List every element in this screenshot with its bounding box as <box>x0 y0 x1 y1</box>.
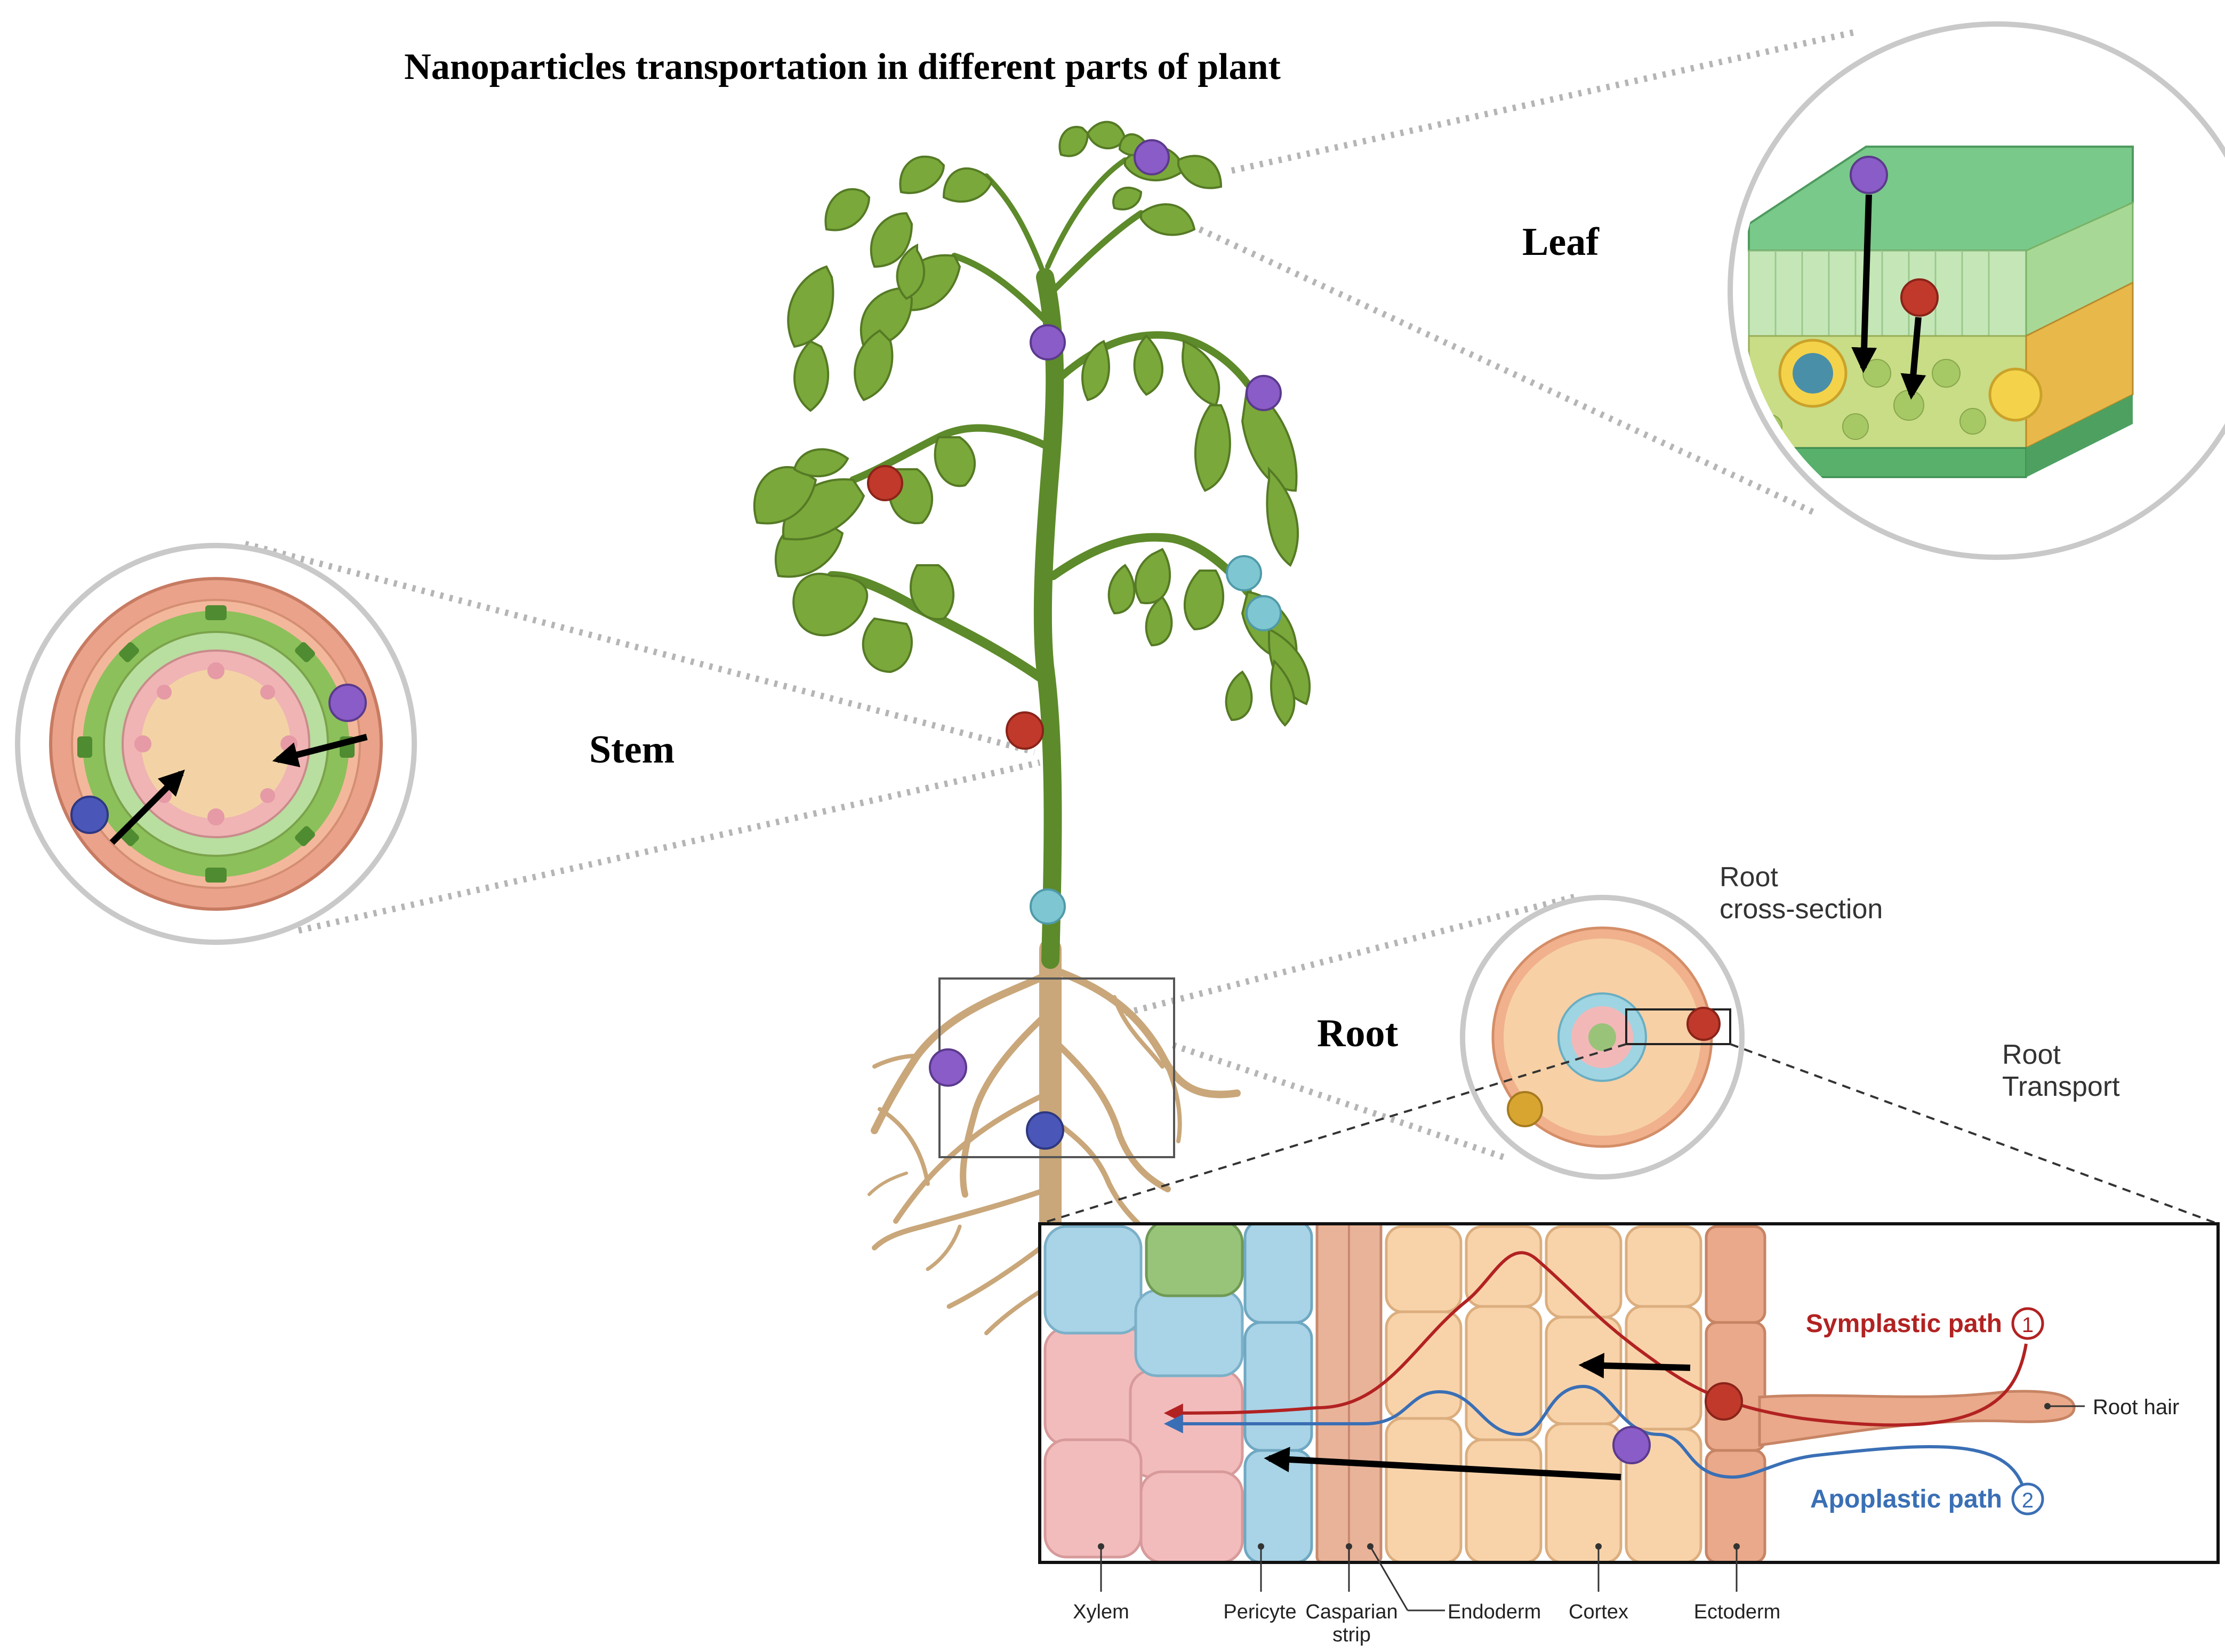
np-teal-2 <box>1246 595 1282 631</box>
leaf-arrow-1 <box>1851 194 1877 373</box>
pericycle-cells <box>1243 1224 1313 1562</box>
label-leaf: Leaf <box>1522 220 1600 264</box>
label-ectoderm: Ectoderm <box>1694 1601 1781 1623</box>
plant-leaves <box>753 121 1311 727</box>
label-xylem: Xylem <box>1073 1601 1129 1623</box>
np-stem-teal <box>1030 888 1066 925</box>
label-root-transport-2: Transport <box>2002 1071 2120 1102</box>
stem-nanoparticle-purple <box>328 684 367 722</box>
np-root-blue <box>1026 1111 1064 1150</box>
leaf-connector-top <box>1231 29 1857 174</box>
tissue-label-leaders <box>1100 1546 1738 1611</box>
np-left-red <box>867 465 903 501</box>
label-root: Root <box>1317 1012 1398 1055</box>
root-section-zoom-box <box>1625 1008 1731 1045</box>
stem-nanoparticle-blue <box>70 796 109 834</box>
root-connector-top <box>1124 893 1579 1016</box>
figure-title: Nanoparticles transportation in differen… <box>404 46 1281 87</box>
label-apoplastic-path: Apoplastic path <box>1810 1485 2002 1513</box>
zoom-connectors <box>244 29 1857 1160</box>
leaf-nanoparticle-red <box>1900 278 1939 317</box>
leaf-arrow-2 <box>1900 317 1926 400</box>
leaf-cross-section <box>1728 21 2225 560</box>
transport-arrow-upper <box>1578 1352 1691 1378</box>
stem-connector-bottom <box>298 759 1041 934</box>
np-teal-1 <box>1226 555 1262 591</box>
root-section-nanoparticle-gold <box>1507 1091 1543 1127</box>
np-right-purple <box>1246 375 1282 411</box>
label-casparian-2: strip <box>1332 1624 1371 1646</box>
np-mid-purple <box>1030 324 1066 360</box>
label-symplastic-path: Symplastic path <box>1806 1310 2002 1338</box>
stem-connector-top <box>244 541 1035 755</box>
leaf-connector-bottom <box>1198 226 1814 515</box>
root-transport-panel <box>1038 1222 2220 1564</box>
root-section-nanoparticle-red <box>1686 1007 1721 1041</box>
leaf-nanoparticle-purple <box>1850 156 1888 194</box>
transport-nanoparticle-red <box>1705 1382 1743 1421</box>
apoplastic-number: 2 <box>2022 1489 2034 1512</box>
np-top-purple <box>1134 139 1170 175</box>
label-casparian-1: Casparian <box>1305 1601 1397 1623</box>
stem-arrow-left <box>109 769 185 845</box>
apoplastic-number-circle <box>2011 1482 2044 1515</box>
label-stem: Stem <box>589 728 674 772</box>
root-connector-bottom <box>1172 1042 1505 1160</box>
symplastic-number-circle <box>2011 1307 2044 1340</box>
transport-arrow-lower <box>1264 1447 1621 1480</box>
root-hair-shape <box>1758 1390 2076 1447</box>
plant-roots <box>867 938 1241 1335</box>
transport-nanoparticle-purple <box>1612 1426 1651 1464</box>
apoplastic-path-line <box>1163 1384 2028 1499</box>
root-cross-section <box>1460 895 1745 1180</box>
label-endoderm: Endoderm <box>1448 1601 1541 1623</box>
label-pericyte: Pericyte <box>1223 1601 1296 1623</box>
xylem-cells <box>1043 1326 1244 1562</box>
stem-cross-section <box>15 543 417 945</box>
plant-stem <box>827 157 1252 969</box>
label-root-transport-1: Root <box>2002 1039 2061 1070</box>
phloem-cells <box>1043 1224 1244 1377</box>
stem-arrow-right <box>272 734 368 767</box>
symplastic-path-line <box>1163 1251 2028 1427</box>
label-root-hair: Root hair <box>2093 1396 2179 1419</box>
label-root-cross-section-1: Root <box>1720 862 1778 893</box>
plant-nanoparticles <box>867 139 1282 1150</box>
np-root-purple <box>929 1048 967 1087</box>
label-cortex: Cortex <box>1569 1601 1628 1623</box>
label-root-cross-section-2: cross-section <box>1720 894 1883 925</box>
root-transport-zoom-lines <box>1039 1043 2219 1225</box>
np-stem-red <box>1006 711 1044 750</box>
symplastic-number: 1 <box>2022 1313 2034 1337</box>
